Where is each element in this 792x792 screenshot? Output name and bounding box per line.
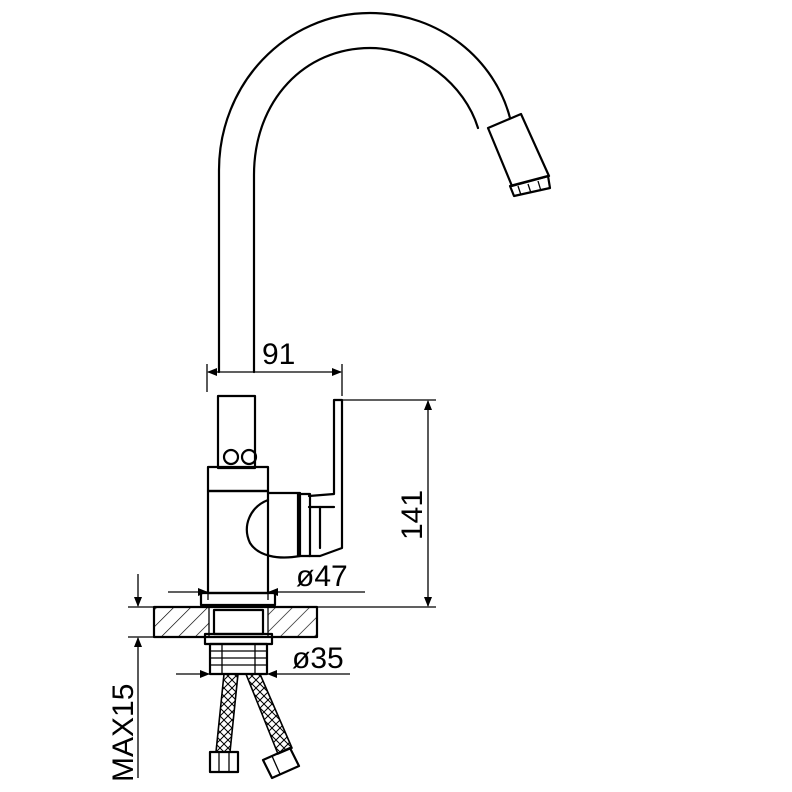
dimension-max-thickness <box>128 574 154 778</box>
spout <box>217 11 512 374</box>
dimension-base-diameter-label: ø47 <box>296 560 348 593</box>
dimension-width <box>206 364 343 396</box>
dimension-thread-diameter-label: ø35 <box>292 642 344 675</box>
supply-hoses <box>208 673 301 780</box>
dimension-max-thickness-label: MAX15 <box>107 684 140 782</box>
lever-handle <box>245 398 344 559</box>
countertop <box>152 605 319 639</box>
dimension-width-label: 91 <box>262 338 295 371</box>
dimension-height-label: 141 <box>396 490 429 540</box>
aerator <box>486 112 552 198</box>
faucet-body <box>199 394 277 607</box>
threaded-shank <box>203 608 274 676</box>
dimension-height <box>316 399 436 608</box>
dimension-base-diameter <box>168 588 365 600</box>
